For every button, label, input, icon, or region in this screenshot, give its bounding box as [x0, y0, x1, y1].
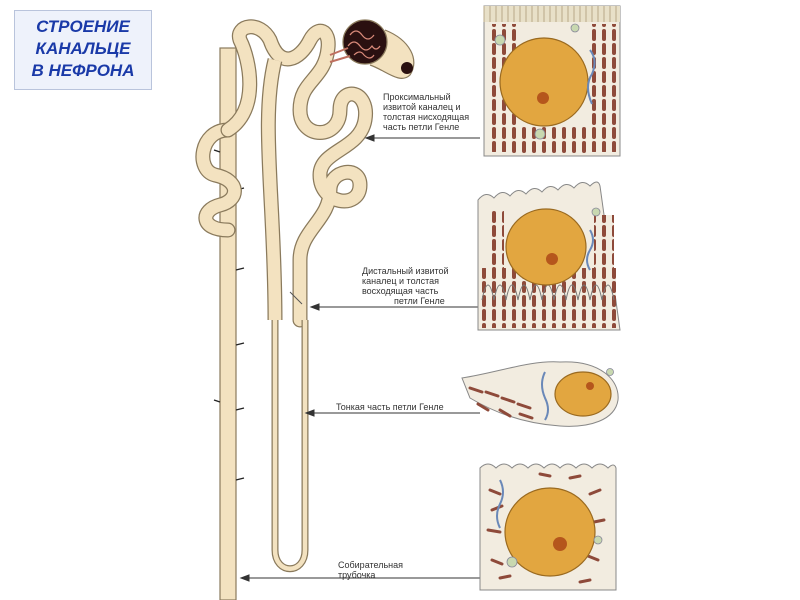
cell-thin-limb	[461, 361, 619, 427]
label-distal-line-1: Дистальный извитой	[362, 266, 449, 276]
label-proximal: Проксимальный извитой каналец и толстая …	[383, 92, 469, 132]
title-line-1: СТРОЕНИЕ	[36, 17, 130, 36]
pointer-lines	[239, 134, 480, 582]
label-distal-line-3: восходящая часть	[362, 286, 439, 296]
title-line-2: КАНАЛЬЦЕ	[35, 39, 131, 58]
label-proximal-line-1: Проксимальный	[383, 92, 451, 102]
label-distal-line-2: каналец и толстая	[362, 276, 440, 286]
label-proximal-line-2: извитой каналец и	[383, 102, 461, 112]
title-box: СТРОЕНИЕ КАНАЛЬЦЕ В НЕФРОНА	[14, 10, 152, 90]
title-line-3: В НЕФРОНА	[31, 61, 135, 80]
glomerulus	[329, 19, 415, 79]
label-collecting-line-1: Собирательная	[338, 560, 404, 570]
label-distal: Дистальный извитой каналец и толстая вос…	[362, 266, 449, 306]
cell-collecting-duct	[479, 463, 617, 591]
label-distal-line-4: петли Генле	[394, 296, 445, 306]
cell-proximal	[483, 5, 621, 157]
label-proximal-line-3: толстая нисходящая	[383, 112, 470, 122]
thin-loop-of-henle	[271, 320, 309, 573]
label-proximal-line-4: часть петли Генле	[383, 122, 460, 132]
label-collecting-line-2: трубочка	[338, 570, 376, 580]
label-thin-line-1: Тонкая часть петли Генле	[336, 402, 444, 412]
cell-distal	[477, 181, 621, 331]
label-thin: Тонкая часть петли Генле	[336, 402, 444, 412]
label-collecting: Собирательная трубочка	[338, 560, 403, 580]
